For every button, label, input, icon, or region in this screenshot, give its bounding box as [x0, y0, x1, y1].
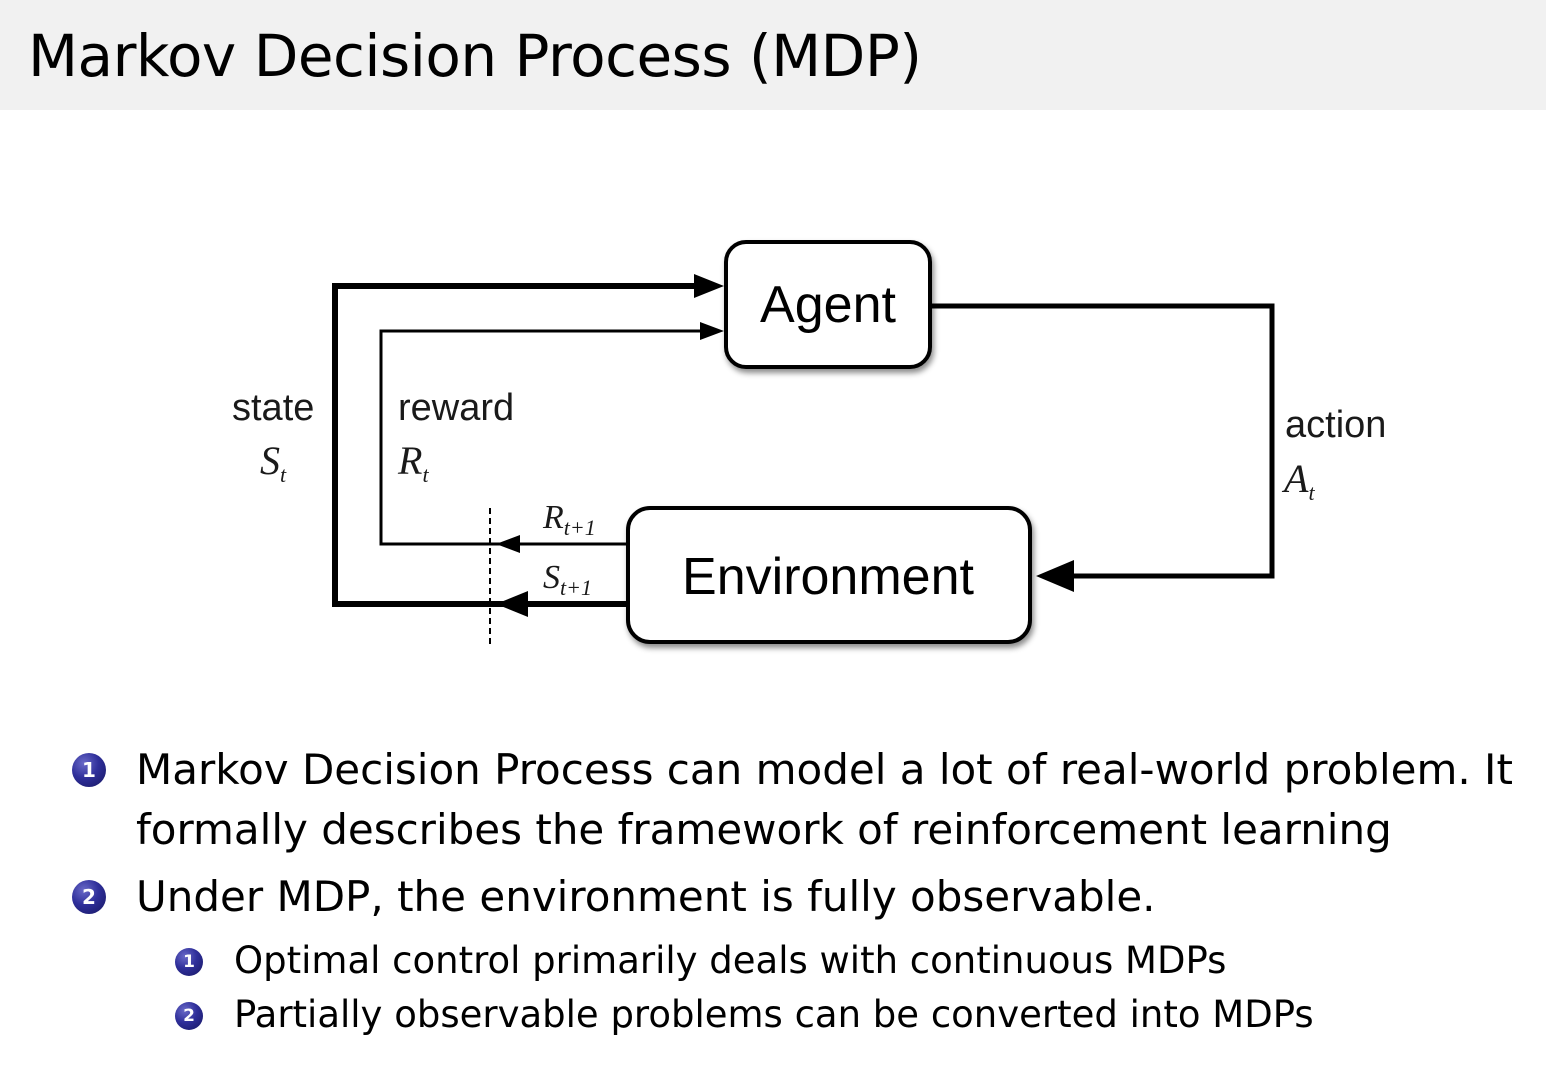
bullet-number-2-icon: 2 [72, 880, 106, 914]
bullet-1-line-1: Markov Decision Process can model a lot … [136, 745, 1513, 794]
reward-label: reward [398, 387, 514, 429]
action-symbol: At [1281, 456, 1315, 505]
state-symbol: St [260, 438, 287, 487]
bullet-1-line-2: formally describes the framework of rein… [136, 805, 1392, 854]
reward-symbol: Rt [397, 438, 429, 487]
next-state-symbol: St+1 [543, 559, 592, 600]
subbullet-number-1-icon: 1 [175, 948, 203, 976]
state-arrowhead-icon [694, 274, 724, 298]
action-arrowhead-icon [1036, 560, 1074, 592]
state-label: state [232, 387, 314, 429]
action-arrow-line [930, 303, 1275, 579]
next-reward-symbol: Rt+1 [542, 499, 596, 540]
bullet-2-line-1: Under MDP, the environment is fully obse… [136, 872, 1156, 921]
action-label: action [1285, 404, 1386, 446]
next-reward-arrowhead-icon [496, 535, 520, 553]
subbullet-number-2-icon: 2 [175, 1002, 203, 1030]
environment-box [626, 506, 1032, 644]
subbullet-2-text: Partially observable problems can be con… [234, 993, 1314, 1036]
agent-label: Agent [760, 276, 896, 334]
slide-header: Markov Decision Process (MDP) [0, 0, 1546, 110]
subbullet-1-text: Optimal control primarily deals with con… [234, 939, 1227, 982]
state-arrow-line [332, 283, 704, 607]
reward-arrowhead-icon [700, 322, 724, 340]
bullet-number-1-icon: 1 [72, 753, 106, 787]
next-state-arrowhead-icon [496, 591, 528, 617]
environment-label: Environment [682, 548, 974, 606]
slide-title: Markov Decision Process (MDP) [28, 22, 922, 90]
